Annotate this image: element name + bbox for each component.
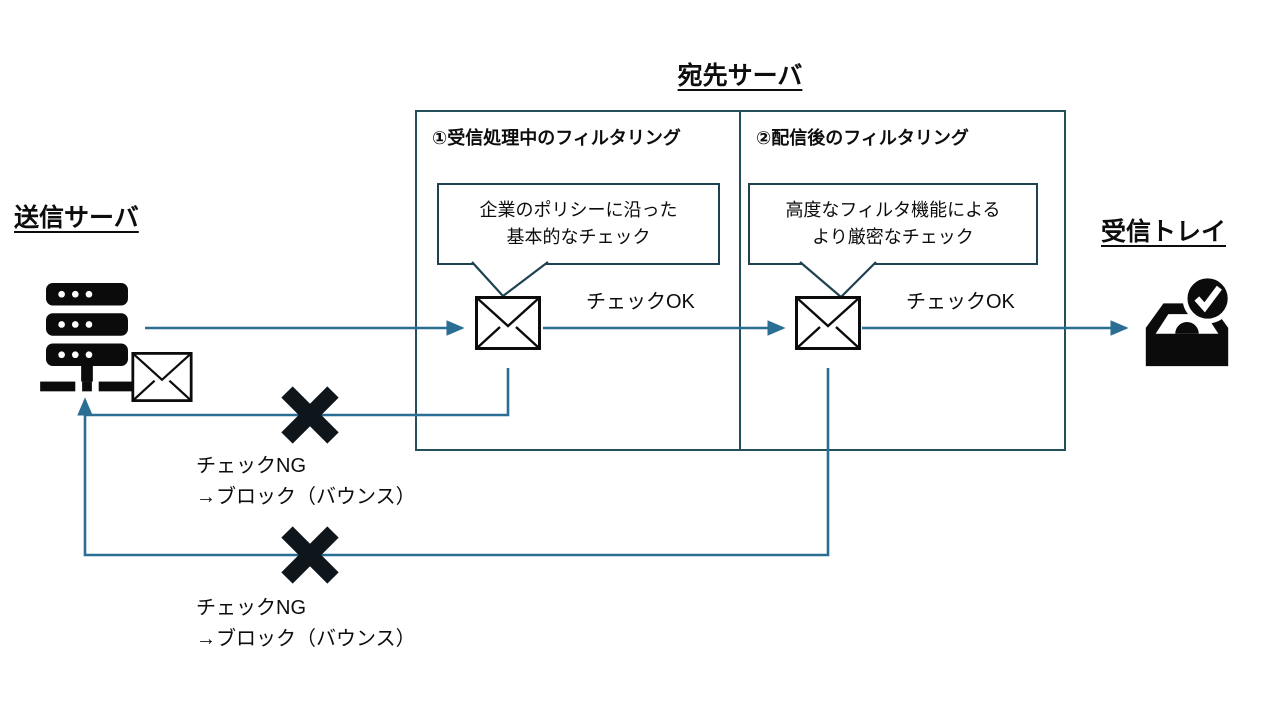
- stage1-callout-line1: 企業のポリシーに沿った: [479, 200, 678, 220]
- x-mark-icon: [281, 526, 339, 584]
- inbox-title: 受信トレイ: [1101, 218, 1227, 246]
- check-ok-label-1: チェックOK: [586, 291, 695, 313]
- stage1-callout-line2: 基本的なチェック: [506, 227, 651, 247]
- envelope-icon: [130, 352, 194, 402]
- stage2-callout-line1: 高度なフィルタ機能による: [785, 200, 1001, 220]
- check-ng-2-line1: チェックNG: [196, 597, 306, 619]
- check-ng-label-1: チェックNG →ブロック（バウンス）: [196, 451, 416, 513]
- filtering-stage1-box: ①受信処理中のフィルタリング: [415, 110, 741, 451]
- check-ng-label-2: チェックNG →ブロック（バウンス）: [196, 593, 416, 655]
- check-ng-2-line2: →ブロック（バウンス）: [196, 628, 416, 650]
- filtering-stage1-heading: ①受信処理中のフィルタリング: [432, 128, 681, 148]
- filtering-stage2-heading: ②配信後のフィルタリング: [756, 128, 969, 148]
- filtering-stage2-box: ②配信後のフィルタリング: [739, 110, 1066, 451]
- envelope-icon: [795, 296, 861, 350]
- destination-server-title: 宛先サーバ: [677, 62, 803, 90]
- envelope-icon: [475, 296, 541, 350]
- stage2-callout-line2: より厳密なチェック: [812, 227, 974, 247]
- stage2-callout: 高度なフィルタ機能による より厳密なチェック: [748, 183, 1038, 265]
- sender-server-title: 送信サーバ: [14, 204, 139, 232]
- check-ng-1-line1: チェックNG: [196, 455, 306, 477]
- check-ng-1-line2: →ブロック（バウンス）: [196, 486, 416, 508]
- x-mark-icon: [281, 386, 339, 444]
- check-ok-label-2: チェックOK: [906, 291, 1015, 313]
- stage1-callout: 企業のポリシーに沿った 基本的なチェック: [437, 183, 720, 265]
- server-icon: [38, 283, 136, 405]
- inbox-check-icon: [1136, 272, 1238, 374]
